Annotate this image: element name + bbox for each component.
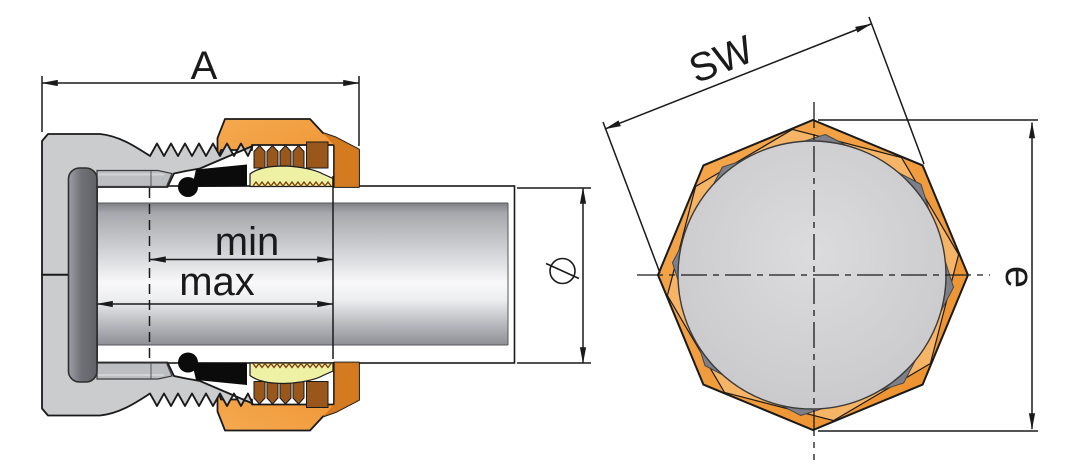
- pipe-surface: [97, 203, 508, 345]
- sw-dimension-line: [604, 23, 872, 130]
- fitting-section-view: [41, 118, 516, 432]
- dim-min-label: min: [215, 220, 279, 264]
- dimension-e: [818, 119, 1038, 432]
- support-sleeve: [96, 169, 173, 188]
- dimensions: [41, 16, 1038, 432]
- socket-bore: [67, 167, 98, 383]
- sw-extension-left: [602, 121, 661, 274]
- nut-shadow-face: [323, 133, 359, 187]
- diameter-symbol: [545, 257, 580, 285]
- sw-extension-right: [868, 16, 925, 165]
- dimension-diameter: [517, 187, 591, 364]
- ferrule: [249, 165, 334, 188]
- dimension-sw: [602, 16, 925, 274]
- dimension-min-max: [96, 176, 334, 360]
- dim-e-label: e: [997, 266, 1041, 288]
- dim-a-label: A: [191, 44, 218, 88]
- o-ring-seal: [178, 164, 247, 197]
- nut-end-view: [637, 102, 990, 460]
- dimension-a: [41, 76, 360, 146]
- ferrule-grip-teeth: [252, 180, 332, 188]
- pipe: [96, 185, 516, 364]
- dim-sw-label: SW: [683, 28, 759, 93]
- dim-max-label: max: [179, 260, 255, 304]
